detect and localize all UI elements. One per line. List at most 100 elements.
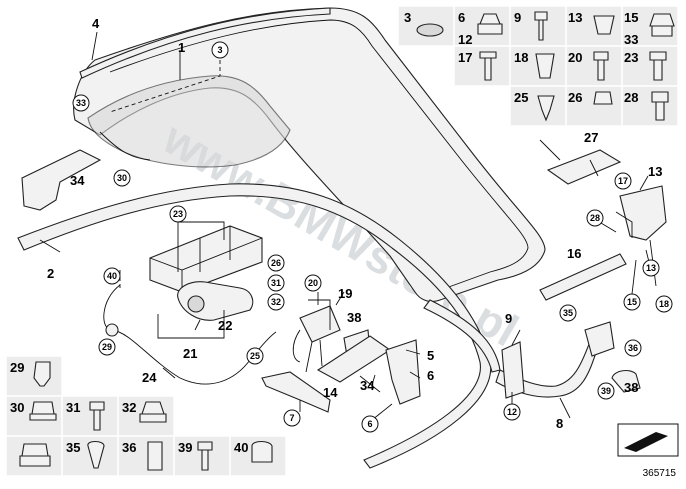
- callout-8: 14: [323, 385, 338, 400]
- screw-icon: [534, 11, 548, 41]
- legend-39: 39: [178, 440, 192, 455]
- legend-20: 20: [568, 50, 582, 65]
- svg-text:39: 39: [601, 386, 611, 396]
- circled-32-main: 32: [267, 293, 285, 311]
- legend-30: 30: [10, 400, 24, 415]
- callout-14: 13: [648, 164, 662, 179]
- hex-nut-icon: [649, 13, 675, 37]
- legend-28: 28: [624, 90, 638, 105]
- svg-text:25: 25: [250, 351, 260, 361]
- circled-20-main: 20: [304, 274, 322, 292]
- hinge-5-7: [385, 339, 421, 405]
- callout-34-left: 34: [70, 173, 85, 188]
- cable-clip-icon: [251, 440, 273, 463]
- nut-icon: [477, 13, 503, 35]
- svg-text:31: 31: [271, 278, 281, 288]
- callout-4: 4: [92, 16, 100, 31]
- circled-15-main: 15: [623, 293, 641, 311]
- circled-12-main: 12: [503, 403, 521, 421]
- callout-19: 19: [338, 286, 352, 301]
- nut-bottom-icon: [19, 443, 51, 467]
- legend-25: 25: [514, 90, 528, 105]
- legend-18: 18: [514, 50, 528, 65]
- leader-lines: [39, 31, 657, 421]
- seal-strip-4: [79, 7, 331, 79]
- circled-33-main: 33: [72, 94, 90, 112]
- legend-grid-bottom: 29 30 31 32 35 36 39 40: [5, 355, 287, 477]
- legend-31: 31: [66, 400, 80, 415]
- hex-bolt-icon: [651, 91, 669, 121]
- clip-nut-icon: [593, 15, 615, 35]
- legend-3: 3: [404, 10, 411, 25]
- grommet-icon: [29, 401, 57, 421]
- legend-26: 26: [568, 90, 582, 105]
- svg-text:36: 36: [628, 343, 638, 353]
- callout-5: 6: [427, 368, 434, 383]
- circled-17-main: 17: [614, 172, 632, 190]
- circled-39-main: 39: [597, 382, 615, 400]
- bolt-2-icon: [649, 51, 667, 81]
- circled-9-main: 7: [283, 409, 301, 427]
- svg-text:12: 12: [507, 407, 517, 417]
- cap-32-icon: [139, 401, 167, 423]
- svg-text:17: 17: [618, 176, 628, 186]
- plastic-clip-icon: [33, 361, 51, 387]
- expanding-rivet-icon: [537, 95, 555, 122]
- screw-31-icon: [89, 401, 105, 431]
- callout-21: 21: [183, 346, 197, 361]
- svg-text:7: 7: [289, 413, 294, 423]
- svg-text:3: 3: [217, 45, 222, 55]
- callout-1: 1: [178, 40, 185, 55]
- teardrop-clip-icon: [87, 440, 105, 469]
- legend-29: 29: [10, 360, 24, 375]
- callout-16: 16: [567, 246, 581, 261]
- legend-40: 40: [234, 440, 248, 455]
- circled-31-main: 31: [267, 274, 285, 292]
- circled-3-main: 3: [211, 41, 229, 59]
- screw-39-icon: [197, 441, 213, 471]
- svg-text:35: 35: [563, 308, 573, 318]
- callouts-circled: 33 3 30 23 40 29 26 31 32 20 25 7 6 12 3…: [72, 41, 673, 433]
- callout-34-lower: 34: [360, 378, 375, 393]
- circled-30-main: 30: [113, 169, 131, 187]
- bracket-34-left: [21, 149, 102, 211]
- clip-38: [611, 369, 641, 393]
- bolt-icon: [479, 51, 497, 81]
- side-rail-right: [423, 299, 501, 373]
- plate-27: [546, 149, 622, 185]
- callout-24: 24: [142, 370, 157, 385]
- callouts-plain: 4 1 2 34 22 21 24 19 38 14 34 5 6 9 8 16…: [47, 16, 662, 431]
- circled-25-main: 25: [246, 347, 264, 365]
- spring-nut-icon: [535, 53, 555, 79]
- circled-36-main: 36: [624, 339, 642, 357]
- svg-text:28: 28: [590, 213, 600, 223]
- callout-7: 5: [427, 348, 434, 363]
- callout-22: 22: [218, 318, 232, 333]
- legend-33: 33: [624, 32, 638, 47]
- circled-29-main: 29: [98, 338, 116, 356]
- legend-13: 13: [568, 10, 582, 25]
- screw-2-icon: [593, 51, 609, 81]
- rubber-buffer-icon: [593, 91, 613, 105]
- callout-38: 38: [624, 380, 638, 395]
- bracket-14: [619, 185, 667, 241]
- lower-rail-2: [17, 183, 492, 469]
- svg-text:18: 18: [659, 299, 669, 309]
- svg-text:26: 26: [271, 258, 281, 268]
- svg-text:30: 30: [117, 173, 127, 183]
- legend-32: 32: [122, 400, 136, 415]
- svg-text:32: 32: [271, 297, 281, 307]
- svg-text:23: 23: [173, 209, 183, 219]
- motor-assembly: [149, 225, 263, 321]
- washer-icon: [416, 23, 444, 37]
- legend-grid-top: 3 6 12 9 13 15 33 17 18 20 23 25 26 28 2…: [397, 5, 679, 145]
- legend-36: 36: [122, 440, 136, 455]
- svg-text:13: 13: [646, 263, 656, 273]
- callout-11: 9: [505, 311, 512, 326]
- circled-28-main: 28: [586, 209, 604, 227]
- bracket-11: [501, 341, 525, 399]
- legend-15: 15: [624, 10, 638, 25]
- legend-9: 9: [514, 10, 521, 25]
